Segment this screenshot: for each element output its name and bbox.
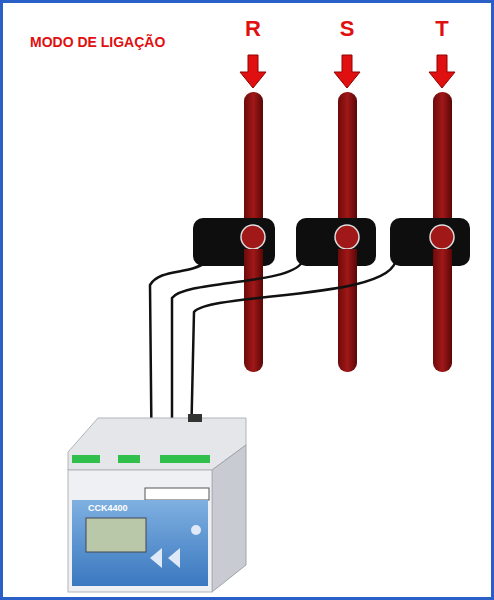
- phase-label: T: [435, 16, 448, 42]
- phase-arrows: [240, 55, 455, 88]
- meter-device: [68, 414, 246, 592]
- phase-label: S: [340, 16, 355, 42]
- device-model: CCK4400: [88, 503, 128, 513]
- current-transformers: [193, 218, 470, 267]
- phase-label: R: [245, 16, 261, 42]
- diagram-title: MODO DE LIGAÇÃO: [30, 34, 165, 50]
